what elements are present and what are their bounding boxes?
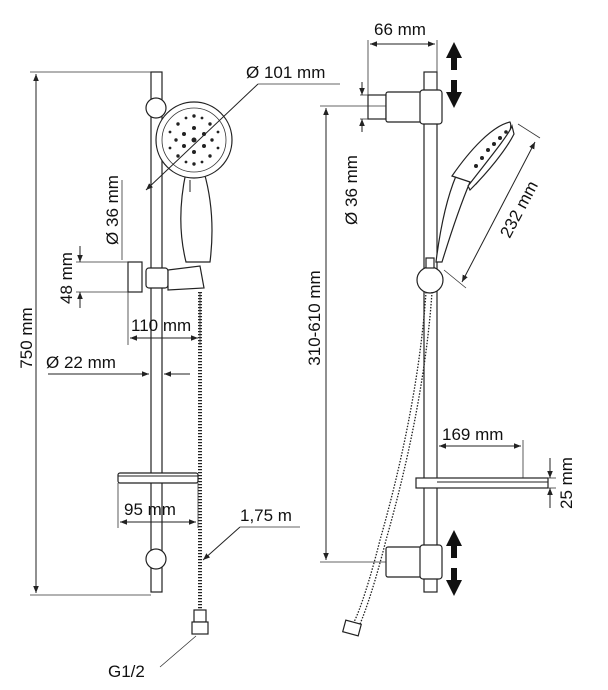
dim-750: 750 mm [17, 71, 151, 596]
dim-66: 66 mm [367, 20, 438, 95]
dim-36-right: Ø 36 mm [342, 82, 368, 225]
dim-101: Ø 101 mm [145, 63, 340, 191]
left-hand-shower [155, 101, 233, 263]
left-bottom-bracket [145, 548, 167, 570]
dim-48: 48 mm [57, 246, 128, 308]
dim-310-610: 310-610 mm [305, 105, 386, 563]
label-310-610: 310-610 mm [305, 270, 324, 365]
dim-25: 25 mm [547, 457, 576, 509]
dim-175: 1,75 m [202, 506, 300, 561]
label-110: 110 mm [131, 316, 191, 335]
move-arrow-bottom-icon [446, 530, 462, 596]
label-48: 48 mm [57, 252, 76, 304]
dim-36-left: Ø 36 mm [103, 175, 123, 260]
dim-169: 169 mm [436, 425, 524, 478]
label-25: 25 mm [557, 457, 576, 509]
right-view: 66 mm Ø 36 mm 232 mm 310-610 mm [305, 20, 576, 637]
right-hose [341, 291, 433, 637]
left-rail [150, 71, 163, 593]
right-top-bracket [367, 89, 443, 125]
left-hose [191, 292, 209, 635]
left-top-bracket [145, 97, 167, 119]
label-750: 750 mm [17, 307, 36, 368]
right-bottom-bracket [385, 544, 443, 580]
dim-110: 110 mm [127, 292, 201, 345]
label-22: Ø 22 mm [46, 353, 116, 372]
left-slider-holder [127, 261, 205, 293]
label-232: 232 mm [496, 178, 542, 241]
right-slider [416, 257, 444, 294]
left-view: 750 mm Ø 101 mm Ø 36 mm 48 mm 110 mm [17, 63, 340, 681]
right-rail [423, 71, 438, 593]
label-169: 169 mm [442, 425, 503, 444]
label-36-right: Ø 36 mm [342, 155, 361, 225]
dim-g12: G1/2 [108, 635, 197, 681]
label-36-left: Ø 36 mm [103, 175, 122, 245]
dim-22: Ø 22 mm [46, 353, 190, 377]
label-95: 95 mm [124, 500, 176, 519]
label-g12: G1/2 [108, 662, 145, 681]
right-soap-dish [415, 477, 549, 489]
label-175: 1,75 m [240, 506, 292, 525]
right-hand-shower [435, 121, 515, 263]
move-arrow-top-icon [446, 42, 462, 108]
dim-95: 95 mm [117, 483, 199, 528]
left-shower-nozzles [168, 114, 220, 166]
label-66: 66 mm [374, 20, 426, 39]
left-soap-dish [117, 472, 199, 484]
label-101: Ø 101 mm [246, 63, 325, 82]
